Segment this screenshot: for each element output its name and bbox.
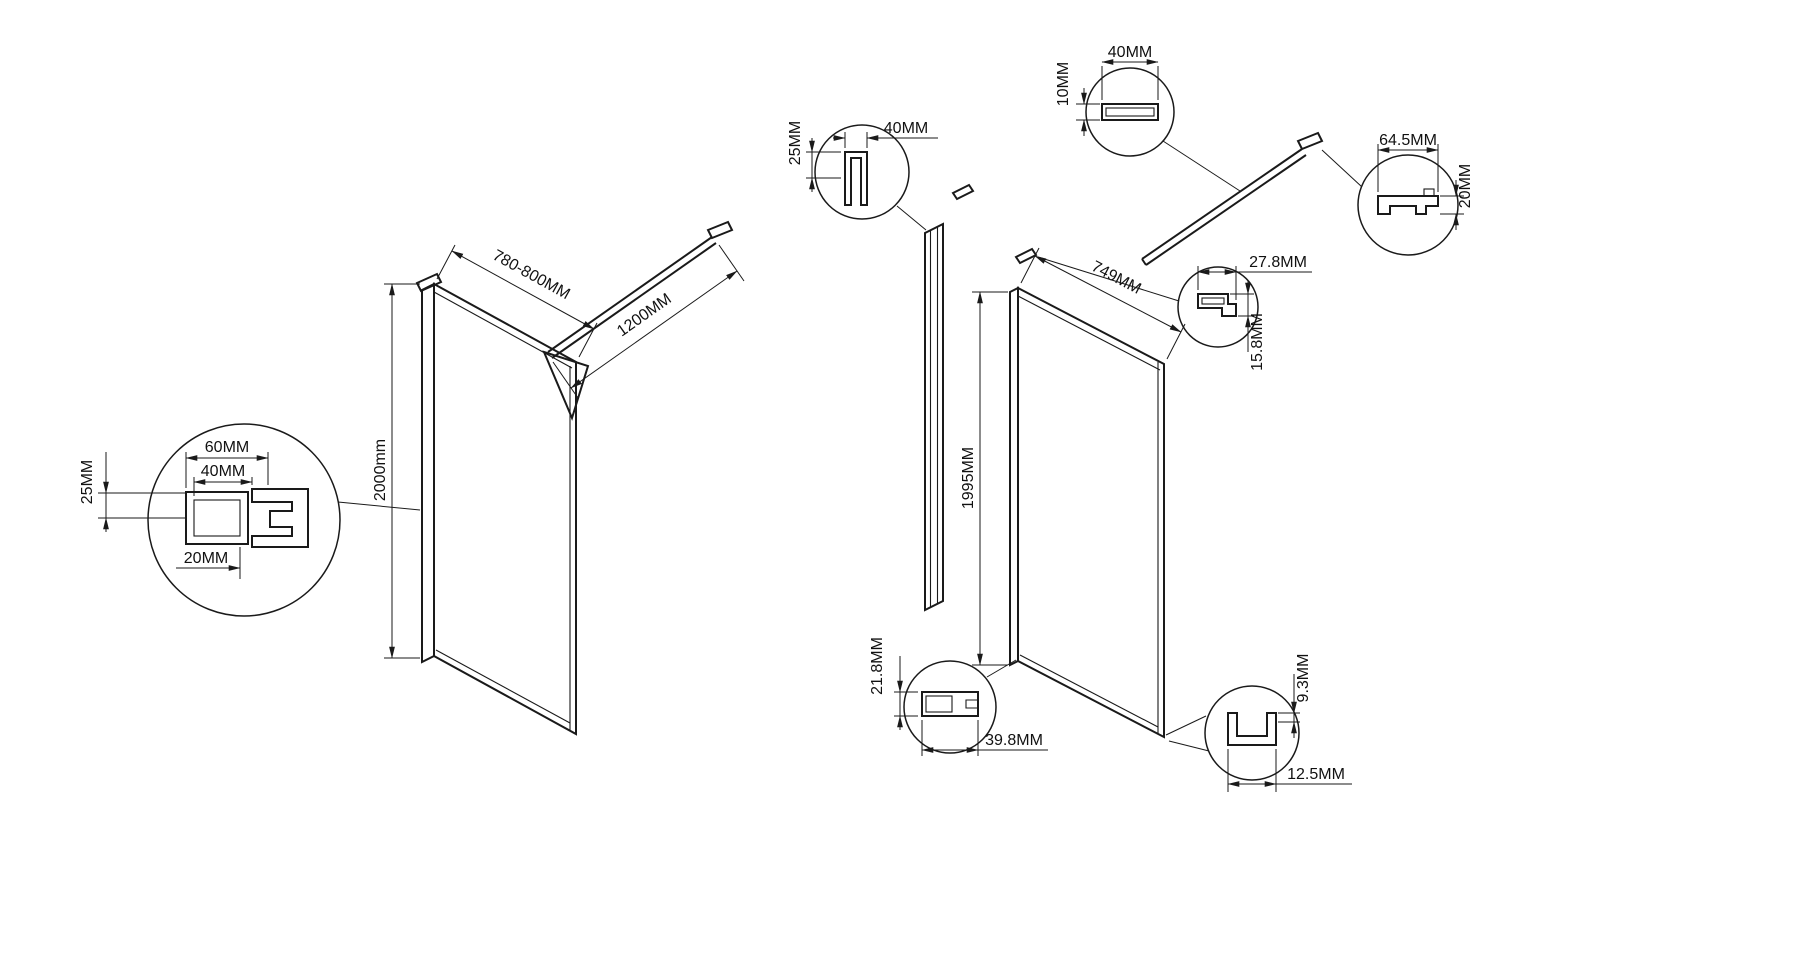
dim-label-bartube-width: 40MM [1108,44,1152,61]
dim-label-channel-wall: 9.3MM [1295,654,1312,703]
dim-label-bracket-width: 64.5MM [1379,132,1437,149]
dim-label-clamp-width: 27.8MM [1249,254,1307,271]
glass-panel-exploded [1009,286,1165,739]
detail-circle [1357,154,1459,256]
dim-label-wallprofile-depth: 25MM [787,121,804,165]
detail-bottom-profile: 21.8MM 39.8MM [869,637,1048,756]
exploded-view: 749MM 1995MM 40MM 25MM [787,44,1474,792]
glass-panel [415,272,577,736]
detail-circle [147,423,341,617]
bottom-profile-cross-section [921,691,979,717]
dim-label-panel-height: 2000mm [372,439,389,501]
dim-label-glass-height: 1995MM [960,447,977,509]
dim-label-bottomprofile-height: 21.8MM [869,637,886,695]
detail-circle [1204,685,1300,781]
detail-wall-profile: 40MM 25MM [787,120,938,231]
dim-label-glass-width: 749MM [1088,258,1143,298]
wall-profile-cross-section [844,151,868,206]
dim-label-profile-outer: 60MM [205,439,249,456]
exploded-dimensions [972,247,1186,666]
support-bar-exploded [1141,131,1324,266]
detail-bar-bracket: 64.5MM 20MM [1321,132,1474,256]
bar-bracket-cross-section [1377,195,1439,215]
dim-label-wallprofile-width: 40MM [884,120,928,137]
detail-circle [903,660,997,754]
detail-circle [1085,67,1175,157]
dim-label-profile-depth: 25MM [79,460,96,504]
clamp-piece-upper [951,183,975,201]
dim-label-profile-inner: 40MM [201,463,245,480]
dim-label-clamp-height: 15.8MM [1249,313,1266,371]
dim-label-channel-width: 12.5MM [1287,766,1345,783]
detail-glass-clamp: 27.8MM 15.8MM [1037,254,1312,371]
assembled-dimensions [384,244,745,659]
detail-circle [814,124,910,220]
wall-profile-strip [924,222,944,612]
dim-label-bartube-height: 10MM [1055,62,1072,106]
detail-circle [1177,266,1259,348]
dim-label-bar-length: 1200MM [614,290,675,340]
dim-label-bracket-height: 20MM [1457,164,1474,208]
profile-detail [98,423,421,617]
detail-floor-channel: 9.3MM 12.5MM [1165,654,1352,792]
detail-bar-tube: 40MM 10MM [1055,44,1241,192]
clamp-piece-panel [1014,247,1038,265]
assembled-view: 60MM 40MM 25MM 20MM 780-800MM 1200MM 200… [79,220,745,736]
dim-label-profile-offset: 20MM [184,550,228,567]
bar-tube-cross-section [1101,103,1159,121]
glass-clip-section [251,488,309,548]
dim-label-bottomprofile-width: 39.8MM [985,732,1043,749]
glass-clamp-cross-section [1197,293,1237,317]
floor-channel-cross-section [1227,712,1277,746]
